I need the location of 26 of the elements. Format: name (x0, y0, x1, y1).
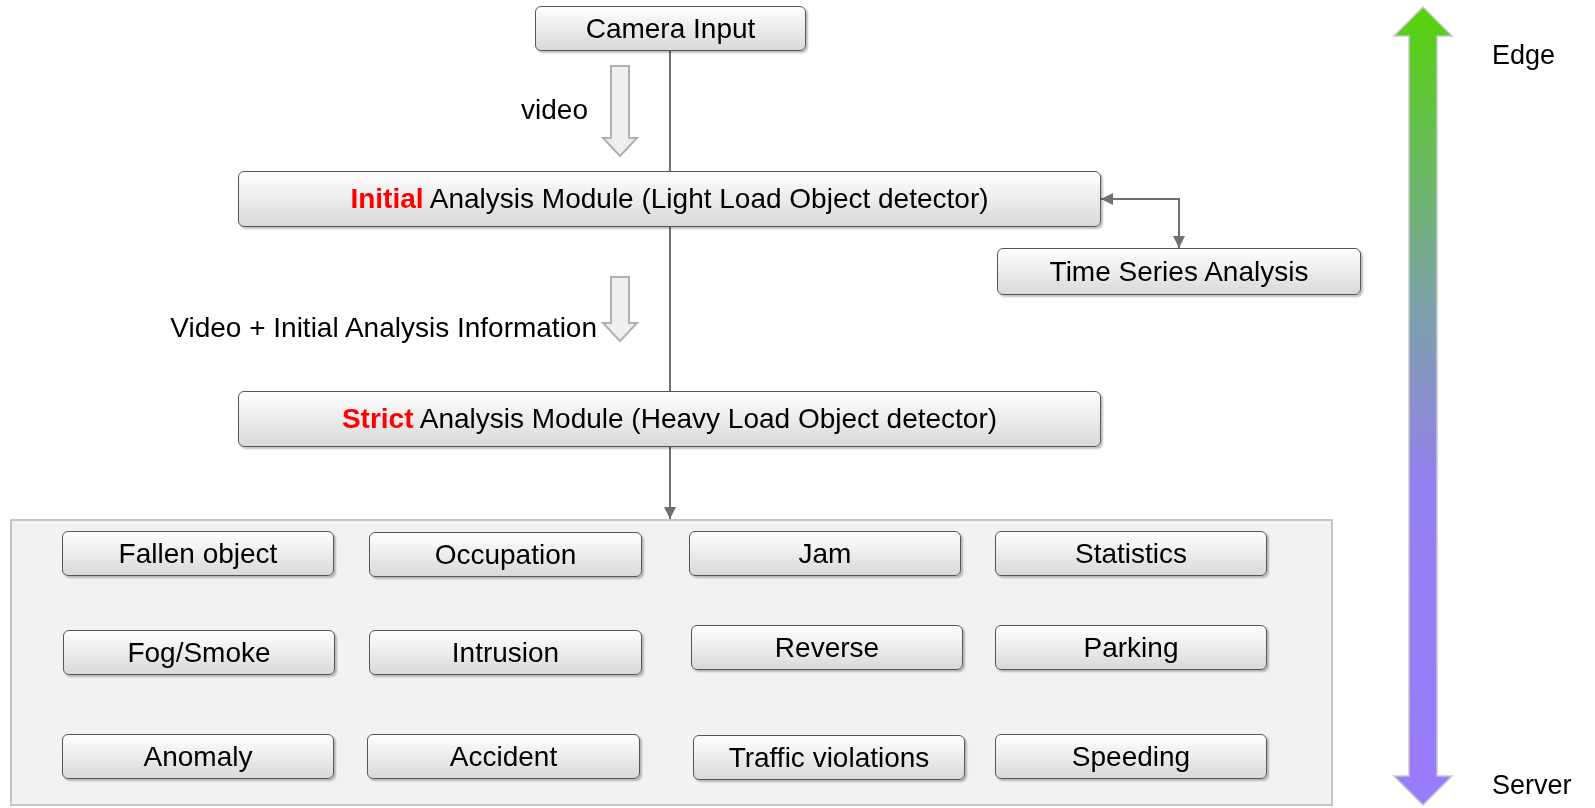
process-box: Reverse (691, 625, 963, 670)
process-box: Anomaly (62, 734, 334, 779)
process-box: Parking (995, 625, 1267, 670)
process-box: Intrusion (369, 630, 642, 675)
process-box: Jam (689, 531, 961, 576)
process-box: Strict Analysis Module (Heavy Load Object detector) (238, 391, 1101, 447)
connector (669, 226, 671, 392)
process-box: Initial Analysis Module (Light Load Object detector) (238, 171, 1101, 227)
hollow-arrow (600, 276, 640, 343)
tier-label: Server (1492, 772, 1572, 799)
connector (664, 446, 676, 520)
connector (669, 50, 671, 172)
process-box: Fallen object (62, 531, 334, 576)
output-panel (10, 519, 1333, 806)
process-box: Statistics (995, 531, 1267, 576)
process-box: Accident (367, 734, 640, 779)
tier-label: Edge (1492, 42, 1556, 69)
process-box: Fog/Smoke (63, 630, 335, 675)
process-box: Traffic violations (693, 735, 965, 780)
connector (1100, 193, 1185, 249)
process-box: Occupation (369, 532, 642, 577)
process-box: Time Series Analysis (997, 248, 1361, 295)
process-box: Speeding (995, 734, 1267, 779)
process-box: Camera Input (535, 6, 806, 51)
hollow-arrow (600, 65, 640, 158)
edge-label: Video + Initial Analysis Information (170, 314, 597, 342)
